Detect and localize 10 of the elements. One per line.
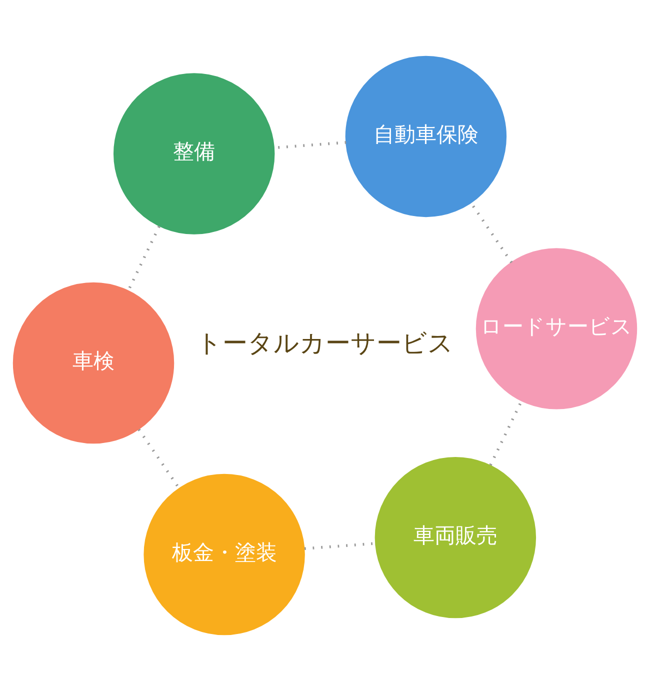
connector	[126, 225, 160, 291]
node-circle: 車検	[12, 282, 174, 444]
node-circle: 自動車保険	[345, 55, 507, 217]
node-circle: 板金・塗装	[144, 473, 305, 635]
node-circle: 整備	[113, 72, 275, 234]
connector	[138, 428, 180, 488]
connector	[304, 542, 376, 550]
node-circle: 車両販売	[374, 456, 536, 618]
node-circle: ロードサービス	[476, 248, 638, 409]
label: トータルカーサービス	[196, 328, 454, 358]
